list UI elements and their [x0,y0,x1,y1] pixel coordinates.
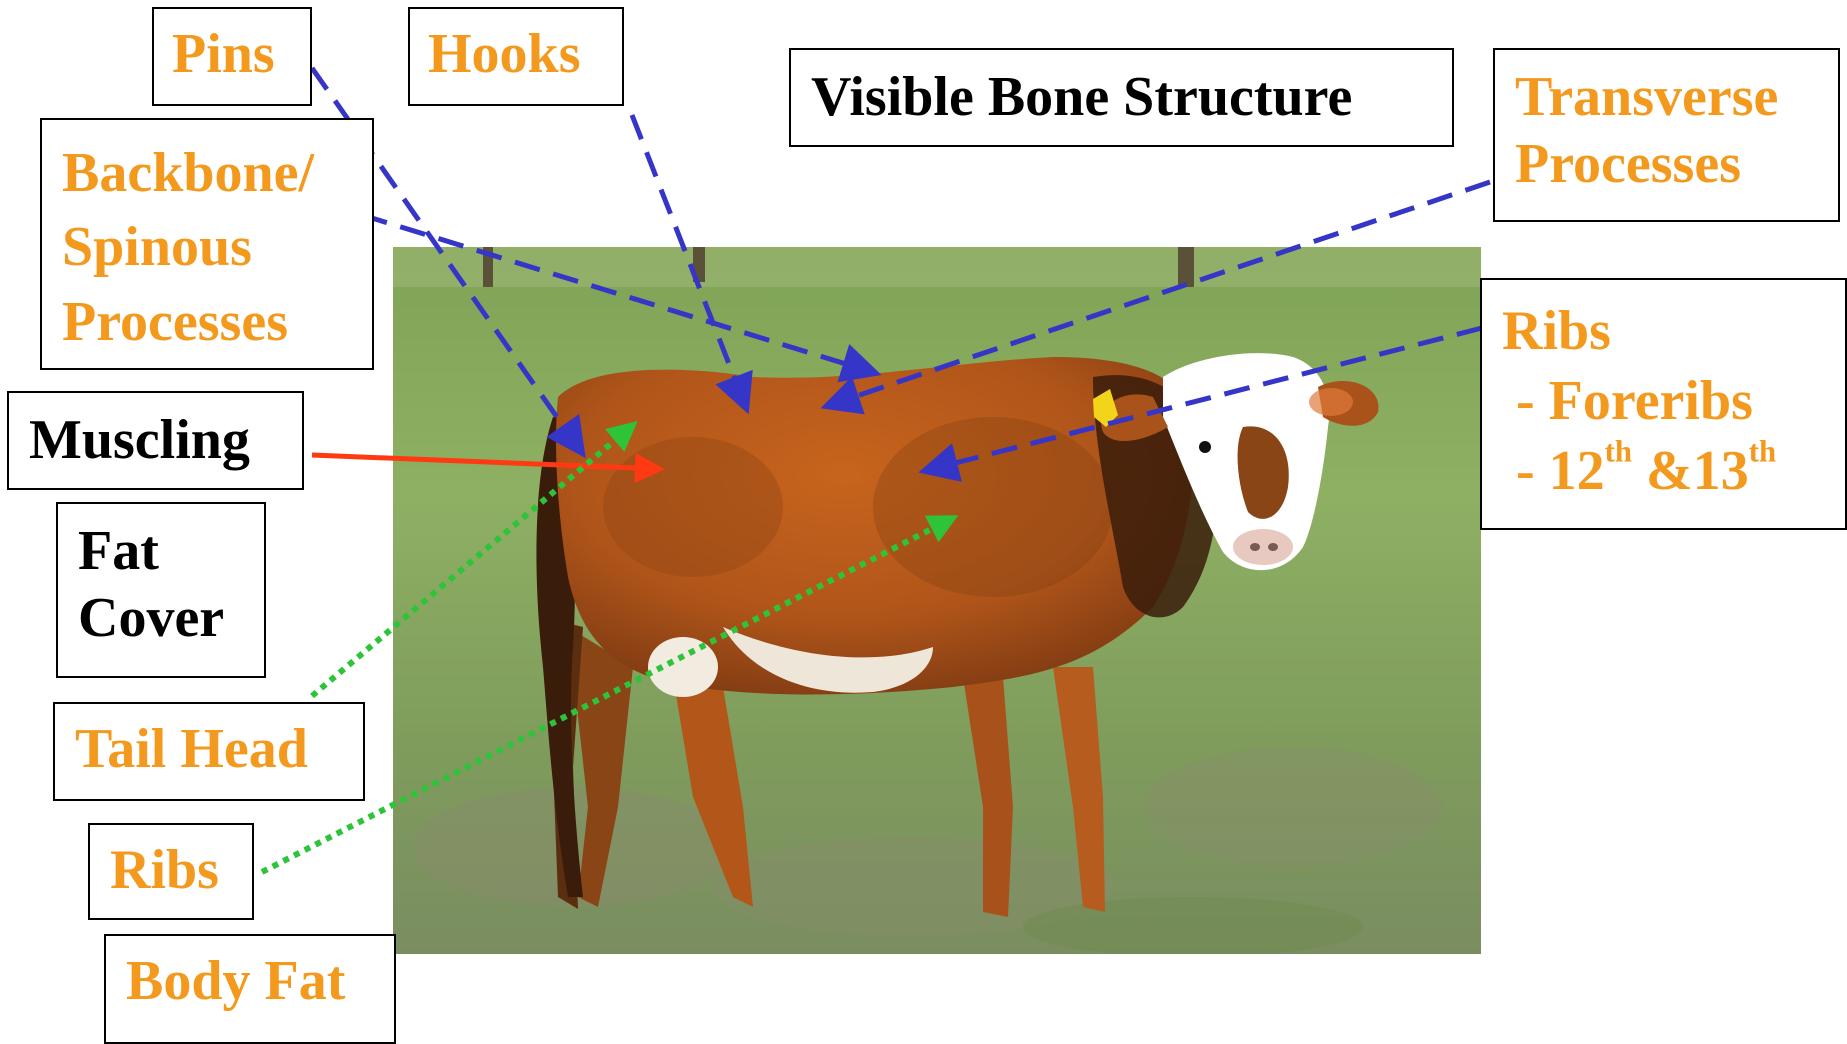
backbone-text: Backbone/ [62,136,372,210]
ribs-fat-label: Ribs [88,823,254,920]
processes-text: Processes [62,285,372,359]
cover-text: Cover [78,585,264,652]
tail-head-label: Tail Head [53,702,365,801]
cow-photo [393,247,1481,954]
ribs-fat-text: Ribs [110,839,219,901]
hooks-text: Hooks [428,23,581,85]
body-fat-text: Body Fat [126,950,345,1012]
pins-label: Pins [152,7,312,106]
ribs-title-text: Ribs [1502,296,1845,366]
pins-text: Pins [172,23,275,85]
tail-head-text: Tail Head [75,718,308,780]
hooks-label: Hooks [408,7,624,106]
fat-text: Fat [78,518,264,585]
transverse-text: Transverse [1515,64,1838,131]
foreribs-text: - Foreribs [1502,366,1845,436]
muscling-label: Muscling [7,391,304,490]
visible-bone-structure-title: Visible Bone Structure [789,48,1454,147]
transverse-processes-label: Transverse Processes [1493,48,1840,222]
visible-bone-structure-text: Visible Bone Structure [811,66,1352,128]
backbone-label: Backbone/ Spinous Processes [40,118,374,370]
processes-text: Processes [1515,131,1838,198]
ribs-bone-label: Ribs - Foreribs - 12th &13th [1480,278,1847,530]
spinous-text: Spinous [62,210,372,284]
body-fat-label: Body Fat [104,934,396,1044]
rib-12-13-text: - 12th &13th [1502,436,1845,506]
muscling-text: Muscling [29,409,250,471]
fat-cover-label: Fat Cover [56,502,266,678]
